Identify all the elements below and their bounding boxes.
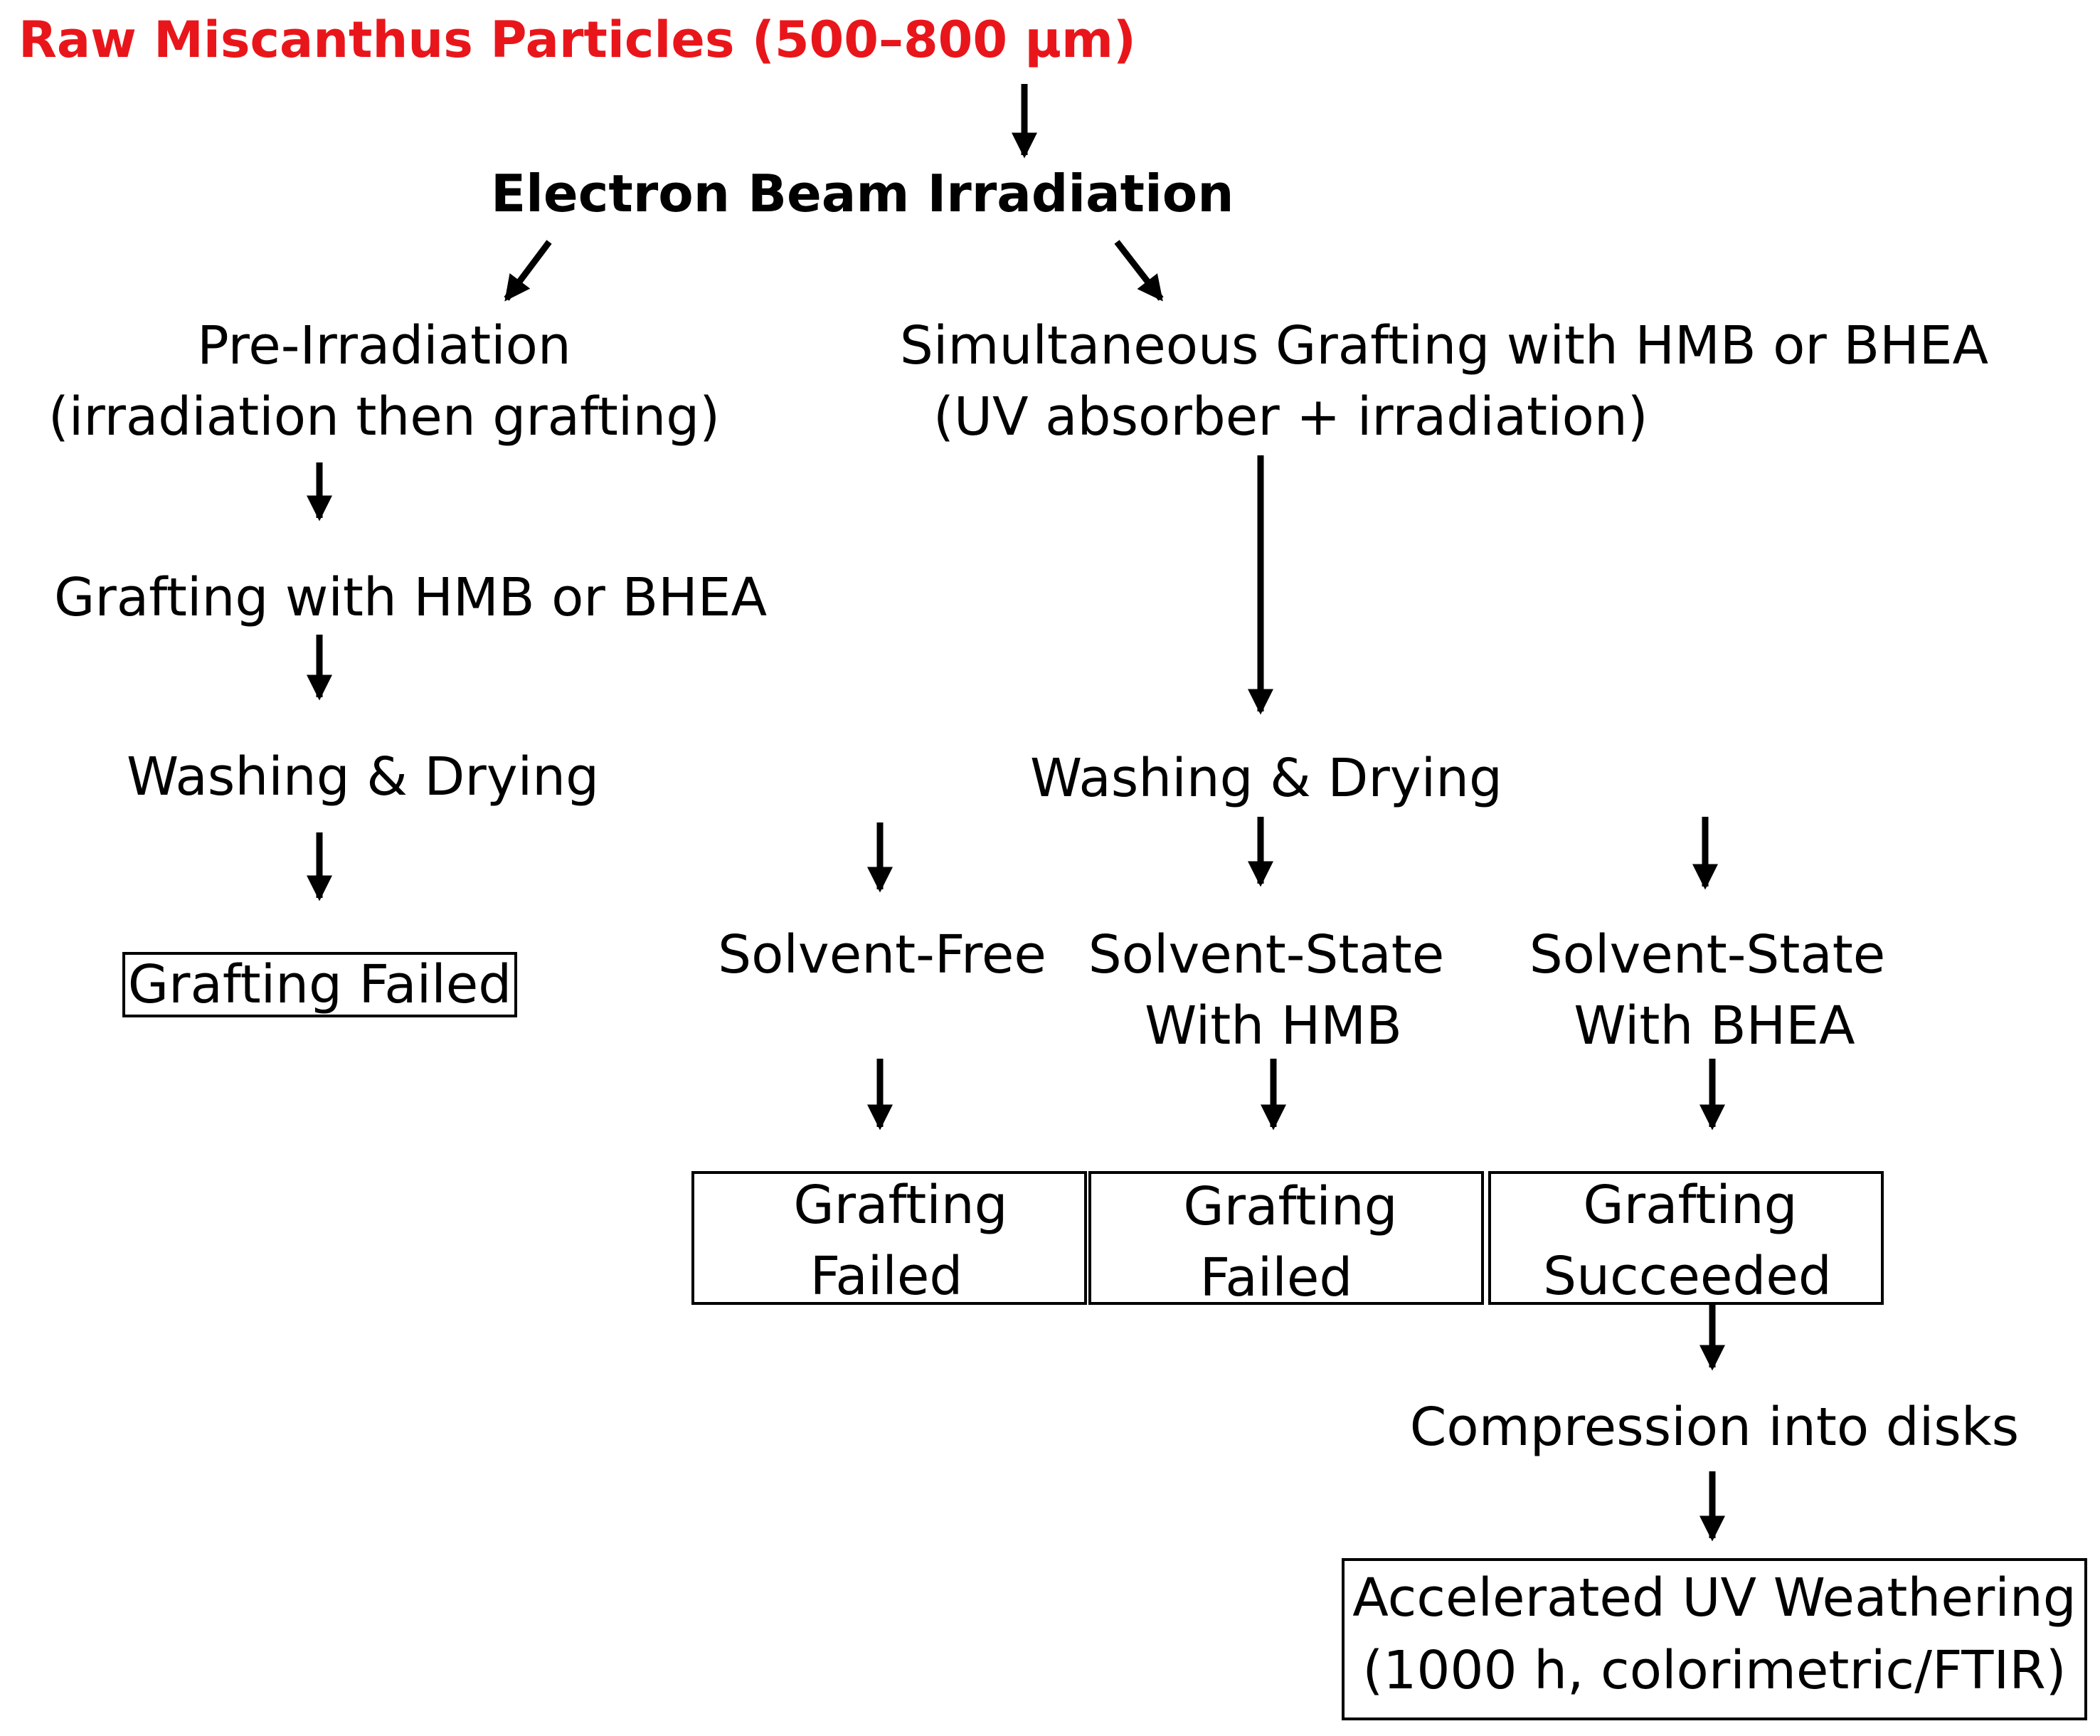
branch-solvent-free-label: Solvent-Free bbox=[718, 924, 1046, 985]
washing-drying-left: Washing & Drying bbox=[127, 746, 600, 808]
result-left-label: Grafting Failed bbox=[127, 954, 512, 1015]
result-box-solvent-hmb: Grafting Failed bbox=[1088, 1171, 1484, 1308]
pre-irradiation-subtitle: (irradiation then grafting) bbox=[48, 386, 721, 448]
grafting-step-left: Grafting with HMB or BHEA bbox=[54, 567, 768, 628]
result-box-solvent-bhea: Grafting Succeeded bbox=[1488, 1171, 1884, 1307]
final-weathering-box: Accelerated UV Weathering (1000 h, color… bbox=[1342, 1558, 2087, 1720]
result-solvent-bhea-line1: Grafting bbox=[1583, 1175, 1798, 1236]
branch-solvent-bhea-sublabel: With BHEA bbox=[1574, 995, 1855, 1057]
simultaneous-label: Simultaneous Grafting with HMB or BHEA bbox=[899, 315, 1989, 376]
result-solvent-hmb-line1: Grafting bbox=[1183, 1176, 1398, 1237]
washing-drying-right: Washing & Drying bbox=[1029, 748, 1503, 809]
final-weathering-line1: Accelerated UV Weathering bbox=[1352, 1567, 2077, 1629]
result-solvent-hmb-line2: Failed bbox=[1199, 1247, 1353, 1308]
result-box-solvent-free: Grafting Failed bbox=[691, 1171, 1087, 1307]
title: Raw Miscanthus Particles (500–800 µm) bbox=[18, 11, 1136, 69]
result-box-left: Grafting Failed bbox=[122, 952, 517, 1017]
result-solvent-bhea-line2: Succeeded bbox=[1543, 1246, 1832, 1307]
result-solvent-free-line1: Grafting bbox=[793, 1175, 1008, 1236]
pre-irradiation-label: Pre-Irradiation bbox=[197, 315, 571, 376]
compression-step: Compression into disks bbox=[1409, 1397, 2020, 1458]
simultaneous-subtitle: (UV absorber + irradiation) bbox=[933, 386, 1648, 448]
branch-solvent-hmb-label: Solvent-State bbox=[1088, 924, 1445, 985]
branch-solvent-bhea-label: Solvent-State bbox=[1529, 924, 1886, 985]
arrow-ebi-to-sim bbox=[1114, 240, 1164, 302]
result-solvent-free-line2: Failed bbox=[810, 1246, 963, 1307]
branch-solvent-hmb-sublabel: With HMB bbox=[1145, 995, 1402, 1057]
ebi-heading: Electron Beam Irradiation bbox=[491, 164, 1234, 223]
final-weathering-line2: (1000 h, colorimetric/FTIR) bbox=[1362, 1640, 2067, 1701]
arrow-ebi-to-pre bbox=[504, 240, 552, 302]
